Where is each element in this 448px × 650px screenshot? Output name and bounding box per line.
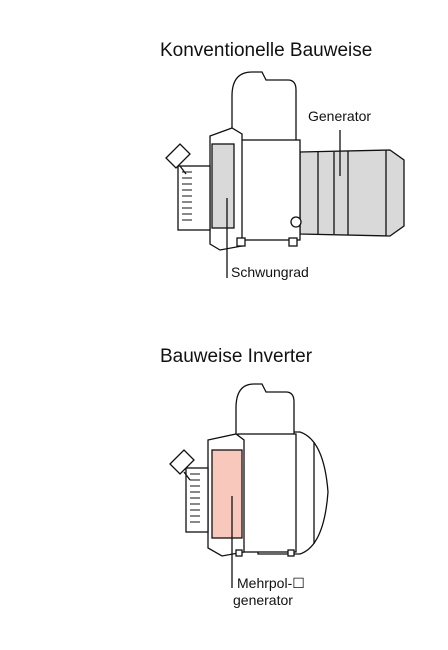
generator-housing bbox=[299, 149, 405, 237]
starter-handle bbox=[169, 449, 195, 475]
engine-block bbox=[237, 433, 297, 553]
cylinder-head bbox=[231, 71, 297, 146]
engine-foot bbox=[236, 237, 246, 247]
engine-block bbox=[237, 139, 301, 241]
grille-lines bbox=[182, 171, 192, 221]
conventional-engine-drawing bbox=[165, 71, 405, 278]
starter-rope bbox=[179, 165, 187, 175]
label-multipole-line2: generator bbox=[233, 592, 293, 608]
engine-foot bbox=[288, 237, 298, 247]
engine-foot bbox=[235, 549, 243, 557]
bearing bbox=[290, 216, 302, 228]
inverter-engine-drawing bbox=[169, 383, 329, 588]
starter-rope bbox=[183, 471, 191, 481]
label-flywheel: Schwungrad bbox=[231, 264, 309, 280]
label-generator: Generator bbox=[308, 108, 372, 124]
starter-handle bbox=[165, 143, 191, 169]
starter-grille bbox=[177, 165, 211, 231]
title-inverter: Bauweise Inverter bbox=[160, 346, 313, 367]
cylinder-head bbox=[235, 383, 295, 440]
title-conventional: Konventionelle Bauweise bbox=[160, 40, 373, 61]
grille-lines bbox=[190, 473, 200, 523]
multipole-rotor bbox=[211, 449, 243, 539]
engine-foot bbox=[287, 549, 295, 557]
flywheel bbox=[211, 143, 235, 229]
label-multipole-line1: Mehrpol-☐ bbox=[237, 575, 305, 591]
